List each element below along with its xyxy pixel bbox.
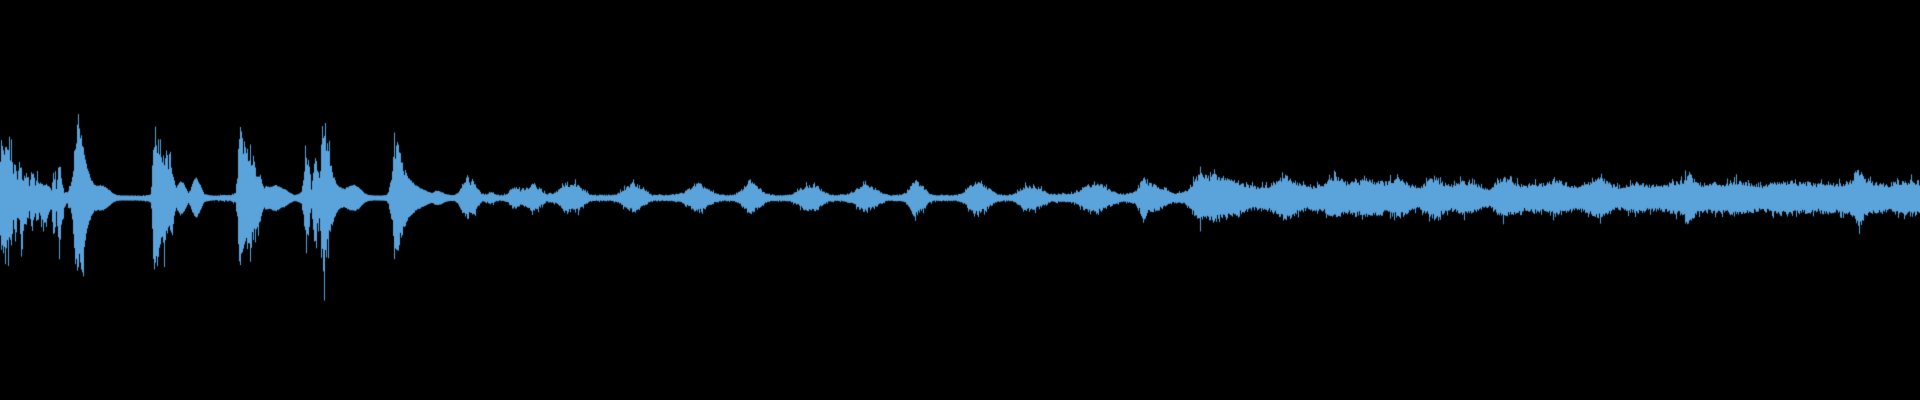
audio-waveform-canvas[interactable] xyxy=(0,0,1920,400)
waveform-display[interactable] xyxy=(0,0,1920,400)
